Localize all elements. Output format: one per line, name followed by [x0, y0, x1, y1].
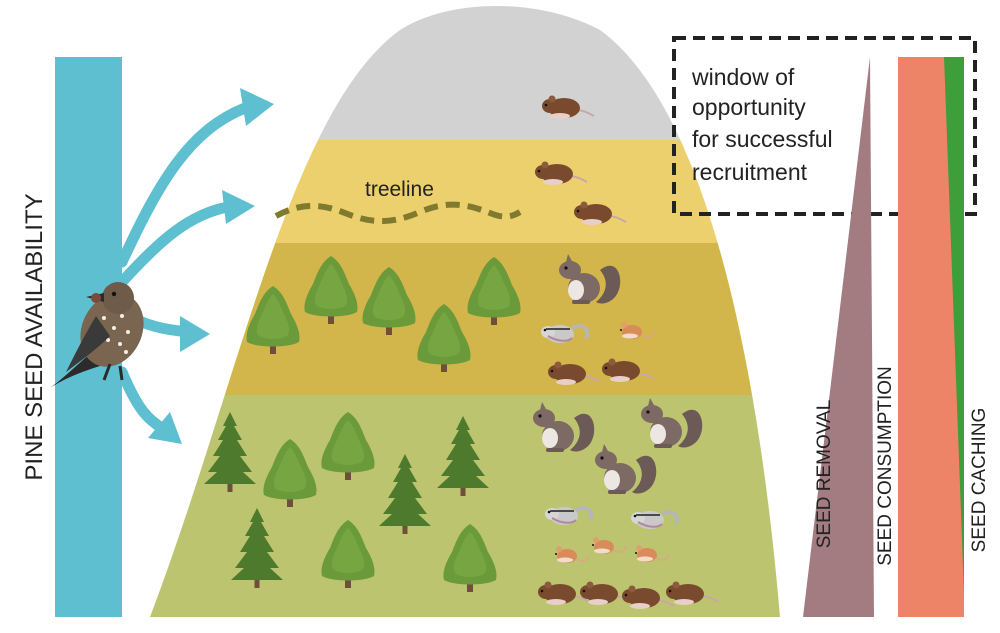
window-line-1: window of — [691, 64, 795, 90]
seed-caching-label: SEED CACHING — [969, 408, 990, 553]
seed-removal-label: SEED REMOVAL — [814, 400, 835, 549]
arrowhead-treeline — [222, 190, 255, 224]
treeline-dashed-line — [274, 201, 522, 225]
arrow-to-treeline — [116, 201, 234, 288]
window-line-2: opportunity — [692, 94, 806, 120]
nutcracker-icon — [50, 282, 144, 388]
window-of-opportunity-box — [672, 36, 977, 216]
window-line-4: recruitment — [692, 159, 808, 185]
seed-availability-label: PINE SEED AVAILABILITY — [21, 193, 48, 480]
arrow-to-alpine — [116, 102, 251, 268]
seed-removal-wedge — [803, 57, 874, 617]
dispersal-arrows — [116, 102, 251, 436]
arrowhead-alpine — [240, 88, 274, 126]
upper-zone — [150, 140, 780, 243]
seed-caching-wedge — [944, 57, 964, 594]
arrowhead-mid-forest — [180, 316, 210, 352]
window-line-3: for successful — [692, 126, 833, 152]
mid-forest-zone — [150, 243, 780, 395]
arrowhead-lower-forest — [148, 412, 182, 444]
treeline-label: treeline — [365, 178, 434, 201]
arrow-to-lower-forest — [116, 366, 171, 436]
arrow-heads — [148, 88, 274, 444]
window-text: window of opportunity for successful rec… — [691, 64, 839, 185]
seed-consumption-label: SEED CONSUMPTION — [875, 366, 896, 566]
